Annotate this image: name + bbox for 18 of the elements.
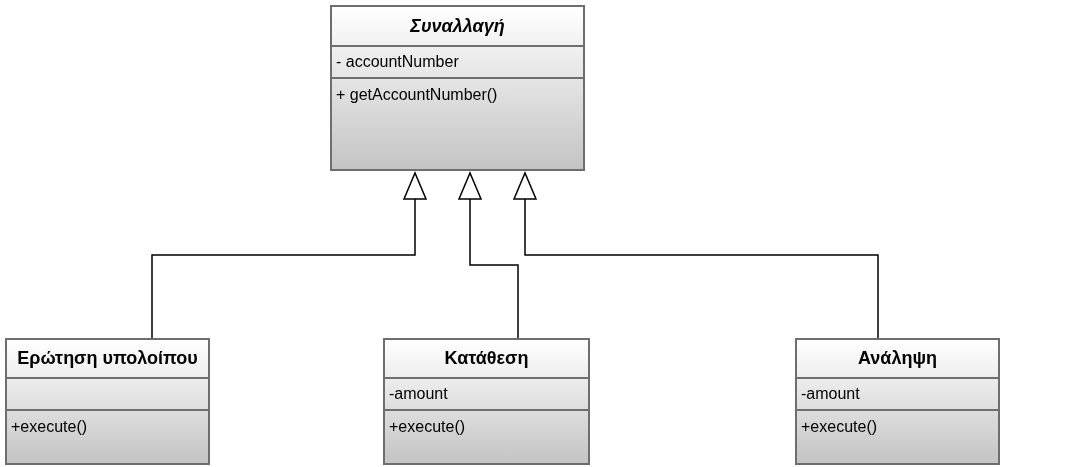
class-name: Ανάληψη <box>858 347 937 370</box>
attribute-text: -amount <box>801 384 860 404</box>
attribute-text: - accountNumber <box>336 52 459 72</box>
method-text: +execute() <box>801 418 878 435</box>
inheritance-arrow <box>513 172 879 339</box>
class-name: Κατάθεση <box>444 347 529 370</box>
class-box <box>383 338 590 465</box>
inheritance-arrow <box>151 172 427 339</box>
class-box <box>795 338 1000 465</box>
class-box <box>5 338 210 465</box>
class-name: Ερώτηση υπολοίπου <box>17 347 198 370</box>
class-box <box>330 5 585 171</box>
class-name: Συναλλαγή <box>410 14 505 38</box>
inheritance-arrow <box>458 172 519 339</box>
attribute-text: -amount <box>389 384 448 404</box>
method-text: + getAccountNumber() <box>336 86 498 103</box>
method-text: +execute() <box>389 418 466 435</box>
method-text: +execute() <box>11 418 88 435</box>
